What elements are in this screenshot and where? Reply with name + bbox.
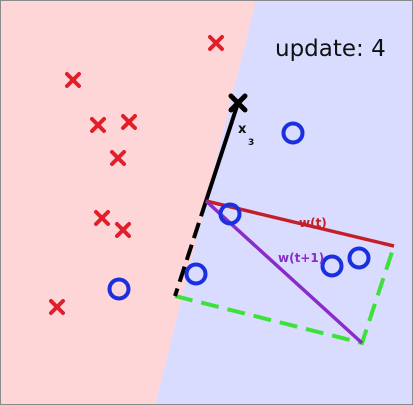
x3-label: x xyxy=(238,122,247,137)
negative-cross-marker xyxy=(65,72,81,88)
positive-circle-marker xyxy=(347,246,371,270)
positive-circle-marker xyxy=(218,202,242,226)
negative-cross-marker xyxy=(121,114,137,130)
positive-class-markers xyxy=(107,121,371,301)
negative-cross-marker xyxy=(49,299,65,315)
negative-cross-marker xyxy=(115,222,131,238)
positive-circle-marker xyxy=(281,121,305,145)
negative-cross-marker xyxy=(110,150,126,166)
positive-circle-marker xyxy=(107,277,131,301)
misclassified-point-x3 xyxy=(228,93,248,113)
negative-cross-marker xyxy=(208,35,224,51)
negative-class-markers xyxy=(49,35,224,315)
negative-cross-marker xyxy=(90,117,106,133)
negative-cross-marker xyxy=(94,210,110,226)
w-t-plus-1-label: w(t+1) xyxy=(278,251,324,265)
positive-circle-marker xyxy=(320,254,344,278)
positive-region xyxy=(155,0,413,405)
w-t-label: w(t) xyxy=(299,216,327,230)
update-counter: update: 4 xyxy=(275,36,386,62)
positive-circle-marker xyxy=(184,262,208,286)
boundary-dashed-line xyxy=(173,200,208,297)
boundary-solid-line xyxy=(204,102,240,202)
x3-label-subscript: 3 xyxy=(248,138,254,148)
